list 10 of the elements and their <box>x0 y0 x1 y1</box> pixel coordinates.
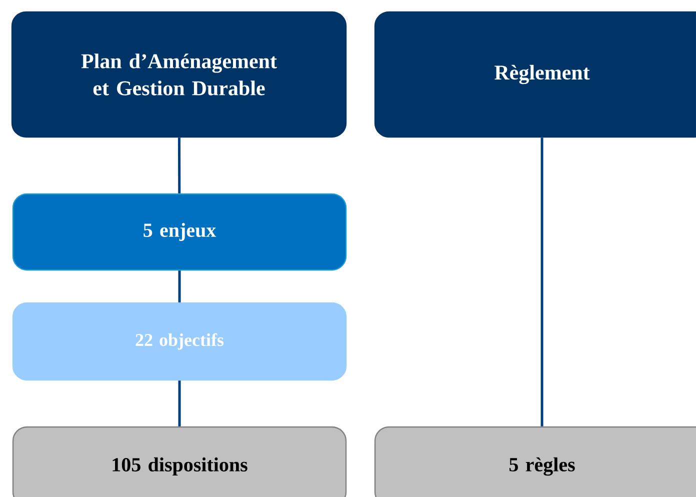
connector-line <box>178 270 181 302</box>
connector-line <box>178 138 181 194</box>
heading-box: Plan d’Aménagement et Gestion Durable <box>11 11 347 138</box>
level-box: 5 enjeux <box>12 193 347 271</box>
heading-box: Règlement <box>374 11 696 138</box>
count-box: 105 dispositions <box>12 426 347 497</box>
connector-line <box>178 380 181 426</box>
level-box: 22 objectifs <box>12 302 347 381</box>
connector-line <box>540 138 544 426</box>
count-box: 5 règles <box>374 426 696 497</box>
